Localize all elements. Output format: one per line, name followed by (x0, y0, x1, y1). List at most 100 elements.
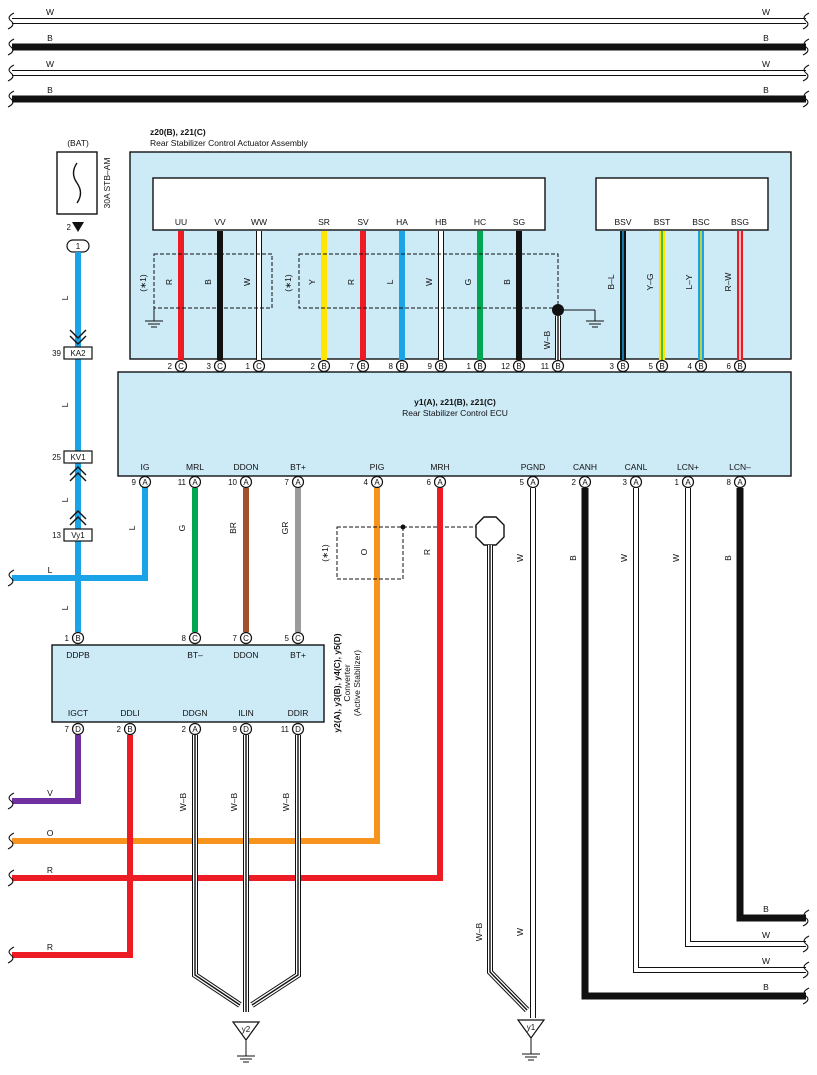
ecu-terminal-DDON-pin-number: 10 (228, 478, 237, 487)
igct-wire (12, 735, 81, 804)
converter-bottom-DDIR-pin-circle (291, 722, 305, 736)
sensor-BST-pin-conn: B (659, 362, 664, 371)
converter-bottom-IGCT-pin-circle (71, 722, 85, 736)
ig-wire (12, 486, 148, 581)
converter-bottom-IGCT-pin-number: 7 (65, 725, 70, 734)
shield-wire-label: W–B (542, 330, 552, 349)
ecu-terminal-LCN–-name: LCN– (729, 462, 751, 472)
ecu-terminal-MRH-pin-circle (433, 475, 447, 489)
pgnd-wire-lower-label: W (515, 928, 525, 936)
ig-wire-core (12, 486, 148, 581)
lcnminus-wire-right-label: B (763, 904, 769, 914)
actuator-terminal-SHG-pin-number: 11 (541, 362, 550, 371)
ddgn-wire-stripe (194, 735, 241, 1006)
ecu-terminal-CANL-name: CANL (625, 462, 648, 472)
ecu-terminal-MRH-pin-conn: A (437, 478, 443, 487)
pgnd-wire-label: W (515, 554, 525, 562)
fuse-label: 30A STB–AM (102, 157, 112, 208)
actuator-terminal-WW-pin-number: 1 (246, 362, 251, 371)
converter-top-1-name: BT– (187, 650, 203, 660)
ecu-terminal-IG-pin-circle (138, 475, 152, 489)
connector-KA2-box (63, 346, 93, 360)
converter-bottom-DDGN-pin-number: 2 (182, 725, 187, 734)
sensor-BSG-pin-conn: B (737, 362, 742, 371)
sensor-BSG-pin-number: 6 (727, 362, 732, 371)
ecu-terminal-LCN+-pin-conn: A (685, 478, 691, 487)
ddli-wire-core (12, 735, 133, 958)
ecu-terminal-DDON-name: DDON (233, 462, 258, 472)
connector-arrow-kv1-icon (69, 466, 87, 482)
connector-KV1-box (63, 450, 93, 464)
btplus-wire-label: GR (280, 522, 290, 535)
pig-wire-core (12, 488, 380, 844)
pgnd-shield-wire-outline (487, 545, 530, 1013)
top-wire-1-break-right (802, 38, 810, 56)
actuator-terminal-HC-top: HC (474, 217, 486, 227)
converter-bottom-DDGN-name: DDGN (182, 708, 207, 718)
connector-Vy1-name: Vy1 (71, 531, 85, 540)
canl-wire-label: W (619, 554, 629, 562)
actuator-terminal-SG-pin-conn: B (516, 362, 521, 371)
lcnminus-wire-break (802, 909, 810, 927)
actuator-terminal-HC-pin-number: 1 (467, 362, 472, 371)
ecu-terminal-CANH-name: CANH (573, 462, 597, 472)
converter-top-1-pin-number: 8 (182, 634, 187, 643)
connector-KV1-name: KV1 (70, 453, 86, 462)
battery-label: (BAT) (67, 138, 89, 148)
actuator-terminal-VV-pin-conn: C (217, 362, 223, 371)
converter-bottom-ILIN-name: ILIN (238, 708, 254, 718)
actuator-wire-SR-label: Y (307, 279, 317, 285)
top-wire-2-label-right: W (762, 59, 770, 69)
converter-title-2: (Active Stabilizer) (352, 650, 362, 716)
mrh-wire-left-label: R (47, 865, 53, 875)
ecu-terminal-CANH-pin-number: 2 (572, 478, 577, 487)
ecu-terminal-PGND-pin-conn: A (530, 478, 536, 487)
battery-wire-label-0: L (60, 295, 70, 300)
ecu-terminal-BT+-name: BT+ (290, 462, 306, 472)
actuator-wire-SV-label: R (346, 279, 356, 285)
mrh-wire-break (7, 869, 15, 887)
sensor-BSG-top: BSG (731, 217, 749, 227)
ground-y1-ground-symbol (522, 1046, 540, 1061)
actuator-terminal-HA-pin-conn: B (399, 362, 404, 371)
shield-box-right (298, 253, 559, 309)
actuator-terminal-SV-pin-conn: B (360, 362, 365, 371)
canh-wire-right-label: B (763, 982, 769, 992)
ddgn-wire-label: W–B (178, 792, 188, 811)
igct-wire-core (12, 735, 81, 804)
ecu-terminal-LCN+-pin-number: 1 (675, 478, 680, 487)
ddli-wire (12, 735, 133, 958)
actuator-terminal-SR-top: SR (318, 217, 330, 227)
sensor-wire-BST-label: Y–G (645, 273, 655, 290)
converter-top-0-name: DDPB (66, 650, 90, 660)
actuator-terminal-SV-pin-number: 7 (350, 362, 355, 371)
actuator-terminal-HA-pin-number: 8 (389, 362, 394, 371)
converter-bottom-DDGN-pin-conn: A (192, 725, 198, 734)
actuator-inner-box-left (152, 177, 546, 231)
ecu-terminal-PIG-name: PIG (370, 462, 385, 472)
ddli-wire-left-label: R (47, 942, 53, 952)
mrh-wire-label: R (422, 549, 432, 555)
connector-arrow-vy1-icon (69, 510, 87, 526)
top-wire-2-label-left: W (46, 59, 54, 69)
ddgn-wire-core (193, 735, 242, 1007)
fuse-icon (72, 162, 82, 204)
sensor-BSC-pin-conn: B (698, 362, 703, 371)
actuator-wire-VV-label: B (203, 279, 213, 285)
converter-title-1: Converter (342, 664, 352, 701)
ground-y2-ground-symbol (237, 1048, 255, 1063)
ddir-wire-label: W–B (281, 792, 291, 811)
ecu-terminal-CANL-pin-conn: A (633, 478, 639, 487)
actuator-terminal-SR-pin-number: 2 (311, 362, 316, 371)
ecu-terminal-BT+-pin-number: 7 (285, 478, 290, 487)
converter-top-0-pin-number: 1 (65, 634, 70, 643)
converter-bottom-ILIN-pin-conn: D (243, 725, 249, 734)
converter-bottom-DDIR-name: DDIR (288, 708, 309, 718)
shield-left-ground-symbol (145, 313, 163, 328)
pgnd-shield-wire-core (488, 545, 529, 1012)
mrl-wire-label: G (177, 525, 187, 532)
ecu-terminal-BT+-pin-conn: A (295, 478, 301, 487)
top-wire-3-label-right: B (763, 85, 769, 95)
top-wire-0-label-left: W (46, 7, 54, 17)
